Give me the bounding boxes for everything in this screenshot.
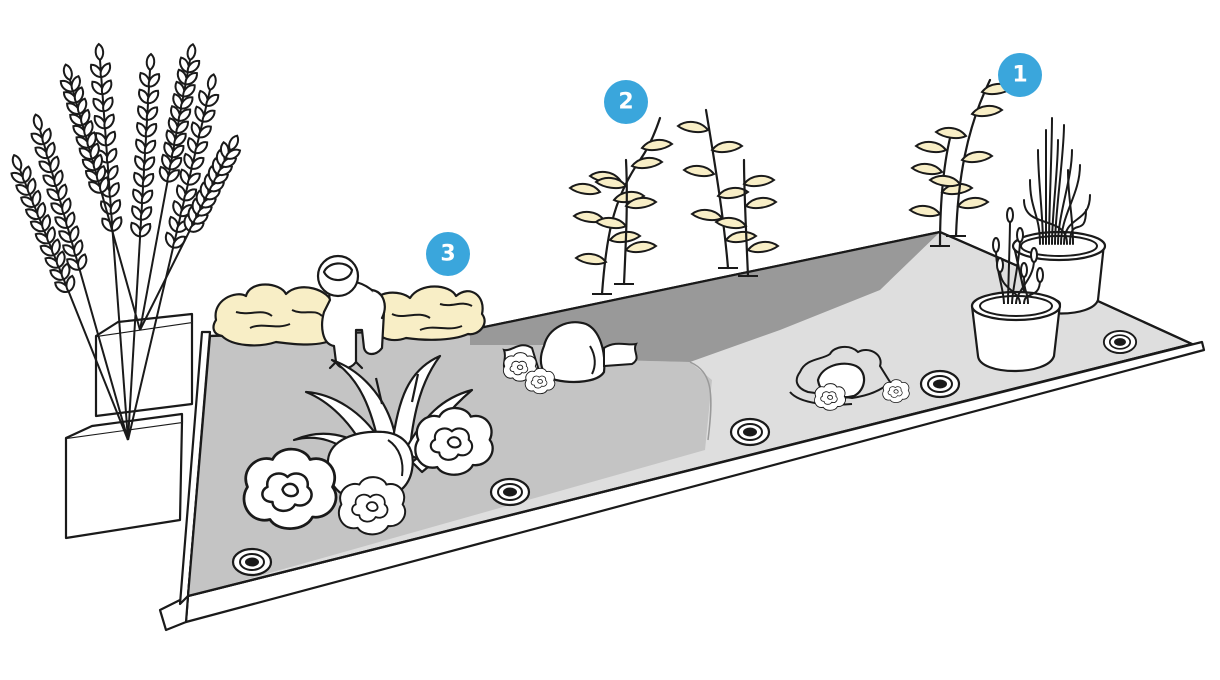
vine-icon [569,78,1013,296]
marker-1-label: 1 [1012,63,1027,88]
marker-3-label: 3 [440,242,455,267]
wheat-icon [8,42,243,441]
marker-2-label: 2 [618,90,633,115]
marker-1-circle [998,53,1042,97]
marker-2-circle [604,80,648,124]
astronaut-icon [316,254,386,370]
marker-1[interactable]: 1 [998,53,1042,97]
marker-3-circle [426,232,470,276]
shrub-icon [212,283,486,347]
marker-2[interactable]: 2 [604,80,648,124]
grass-icon [1023,117,1091,245]
marker-3[interactable]: 3 [426,232,470,276]
sprig-icon [992,207,1044,305]
planter-back [94,312,194,418]
